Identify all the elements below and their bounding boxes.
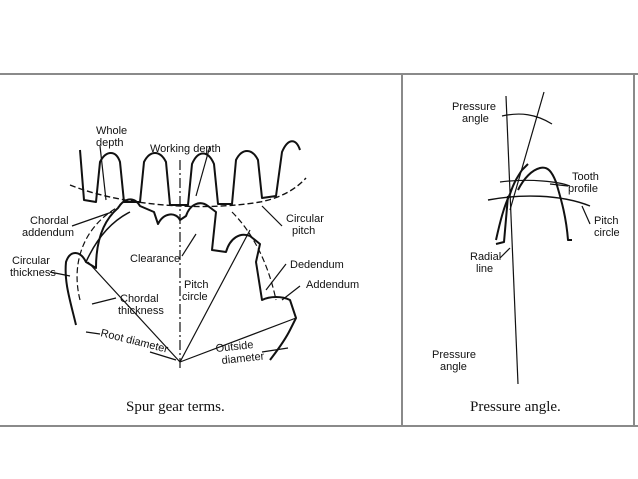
radial-line-label-2: line [476, 263, 493, 275]
root-diameter-label: Root diameter [99, 327, 169, 355]
tooth-profile-label-2: profile [568, 183, 598, 195]
pressure-angle-arc [501, 113, 553, 125]
circular-thickness-label: Circular [12, 255, 50, 267]
pitch-circle-curve-2 [499, 179, 571, 187]
clearance-label: Clearance [130, 253, 180, 265]
tooth-profile-label: Tooth [572, 171, 599, 183]
outside-diameter-leader [261, 347, 289, 353]
spur-labels: Whole depth Working depth Chordal addend… [10, 125, 359, 367]
whole-depth-label-2: depth [96, 137, 124, 149]
chordal-addendum-arrow [71, 211, 113, 227]
spur-caption: Spur gear terms. [126, 399, 225, 415]
whole-depth-label: Whole [96, 125, 127, 137]
circular-thickness-label-2: thickness [10, 267, 56, 279]
line-of-action [509, 91, 545, 211]
addendum-arrow [281, 285, 301, 301]
dedendum-label: Dedendum [290, 259, 344, 271]
lower-pitch-circle-arc [76, 205, 121, 301]
pitch-circle-leader [581, 205, 591, 225]
radial-line-left [87, 261, 181, 363]
outside-diameter-label: Outside [215, 339, 254, 355]
chordal-thickness-arrow [91, 297, 117, 305]
working-depth-arrow [195, 145, 211, 197]
pressure-angle-diagram [487, 91, 591, 385]
chordal-thickness-label: Chordal [120, 293, 159, 305]
chordal-addendum-label: Chordal [30, 215, 69, 227]
outside-diameter-label-2: diameter [221, 351, 265, 367]
pitch-circle-label-2: circle [594, 227, 620, 239]
chordal-thickness-label-2: thickness [118, 305, 164, 317]
pressure-caption: Pressure angle. [470, 399, 561, 415]
circular-pitch-label-2: pitch [292, 225, 315, 237]
radial-line-far-right [179, 317, 297, 363]
spur-gear-diagram [49, 140, 307, 370]
pitch-circle-label: Pitch [594, 215, 618, 227]
circular-pitch-label: Circular [286, 213, 324, 225]
pitch-circle-label-2: circle [182, 291, 208, 303]
tooth-profile-left-base [495, 195, 509, 245]
pressure-angle-bottom-label: Pressure [432, 349, 476, 361]
whole-depth-arrow [99, 145, 107, 201]
pressure-labels: Pressure angle Tooth profile Pitch circl… [432, 101, 620, 373]
pitch-circle-arc [69, 177, 307, 208]
chordal-addendum-label-2: addendum [22, 227, 74, 239]
pressure-angle-bottom-label-2: angle [440, 361, 467, 373]
root-diameter-leader [85, 331, 101, 335]
pitch-circle-curve [487, 195, 591, 207]
radial-line-leader [499, 247, 511, 259]
lower-pitch-circle-arc-right [231, 211, 277, 301]
pitch-circle-label: Pitch [184, 279, 208, 291]
circular-thickness-arrow [49, 271, 71, 277]
root-arc [85, 211, 131, 263]
dedendum-arrow [265, 263, 287, 291]
radial-line-right [179, 229, 251, 363]
pressure-angle-top-label-2: angle [462, 113, 489, 125]
working-depth-label: Working depth [150, 143, 221, 155]
radial-line [505, 95, 519, 385]
radial-line-label: Radial [470, 251, 501, 263]
root-diameter-leader-2 [149, 351, 177, 361]
tooth-profile-right [517, 166, 572, 241]
upper-gear-teeth [79, 140, 301, 206]
addendum-label: Addendum [306, 279, 359, 291]
pressure-angle-top-label: Pressure [452, 101, 496, 113]
lower-gear-teeth [64, 198, 297, 361]
circular-pitch-arrow [261, 205, 283, 227]
clearance-arrow [181, 233, 197, 257]
tooth-profile-leader [549, 183, 569, 187]
